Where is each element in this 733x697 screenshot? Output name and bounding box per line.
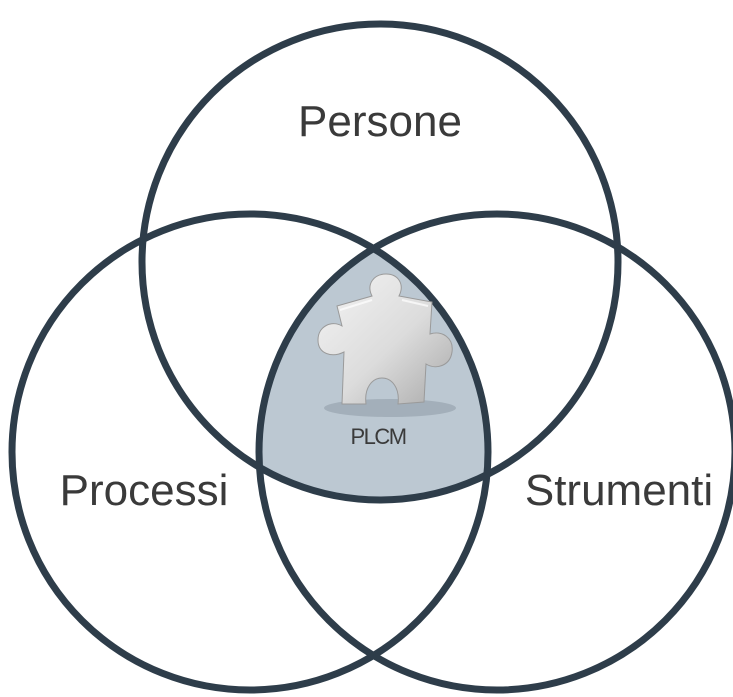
label-center: PLCM [350,424,405,449]
circle-processi [8,210,492,694]
label-strumenti: Strumenti [525,466,713,515]
label-persone: Persone [298,97,462,146]
label-processi: Processi [60,466,229,515]
circle-persone [138,20,622,504]
circle-strumenti [255,210,733,694]
puzzle-piece-icon [317,273,456,417]
